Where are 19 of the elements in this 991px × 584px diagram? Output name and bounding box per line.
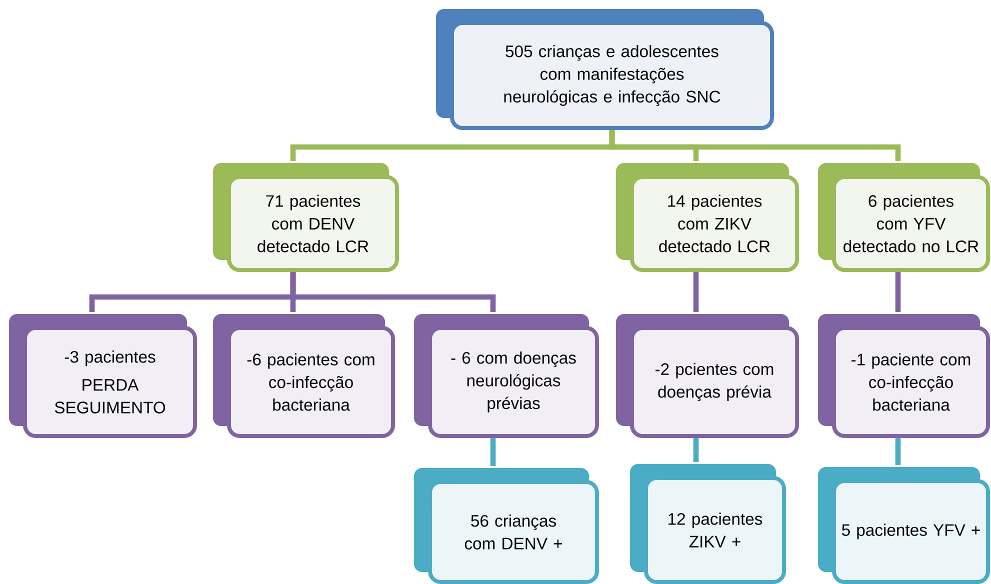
process-box: -1 paciente com co-infecção bacteriana [818, 314, 990, 438]
process-box: -2 pcientes com doenças prévia [616, 314, 800, 438]
connector-line [290, 272, 496, 312]
connector-line [895, 438, 901, 465]
connector-line [895, 272, 901, 312]
process-box: 56 crianças com DENV + [414, 468, 599, 584]
process-box: 505 crianças e adolescentes com manifestações neurológicas e infecção SNC [436, 9, 774, 130]
connector-line [490, 438, 496, 466]
connector-line [609, 130, 901, 161]
process-box: 71 pacientes com DENV detectado LCR [213, 163, 399, 272]
process-box: -3 pacientes PERDA SEGUIMENTO [9, 314, 197, 438]
process-box: 6 pacientes com YFV detectado no LCR [818, 163, 990, 272]
process-box: - 6 com doenças neurológicas prévias [414, 314, 599, 438]
process-box: 5 pacientes YFV + [818, 467, 990, 584]
connector-line [693, 438, 699, 462]
connector-line [693, 272, 699, 312]
process-box: 14 pacientes com ZIKV detectado LCR [616, 163, 800, 272]
process-box: -6 pacientes com co-infecção bacteriana [213, 314, 395, 438]
process-box: 12 pacientes ZIKV + [630, 464, 786, 584]
